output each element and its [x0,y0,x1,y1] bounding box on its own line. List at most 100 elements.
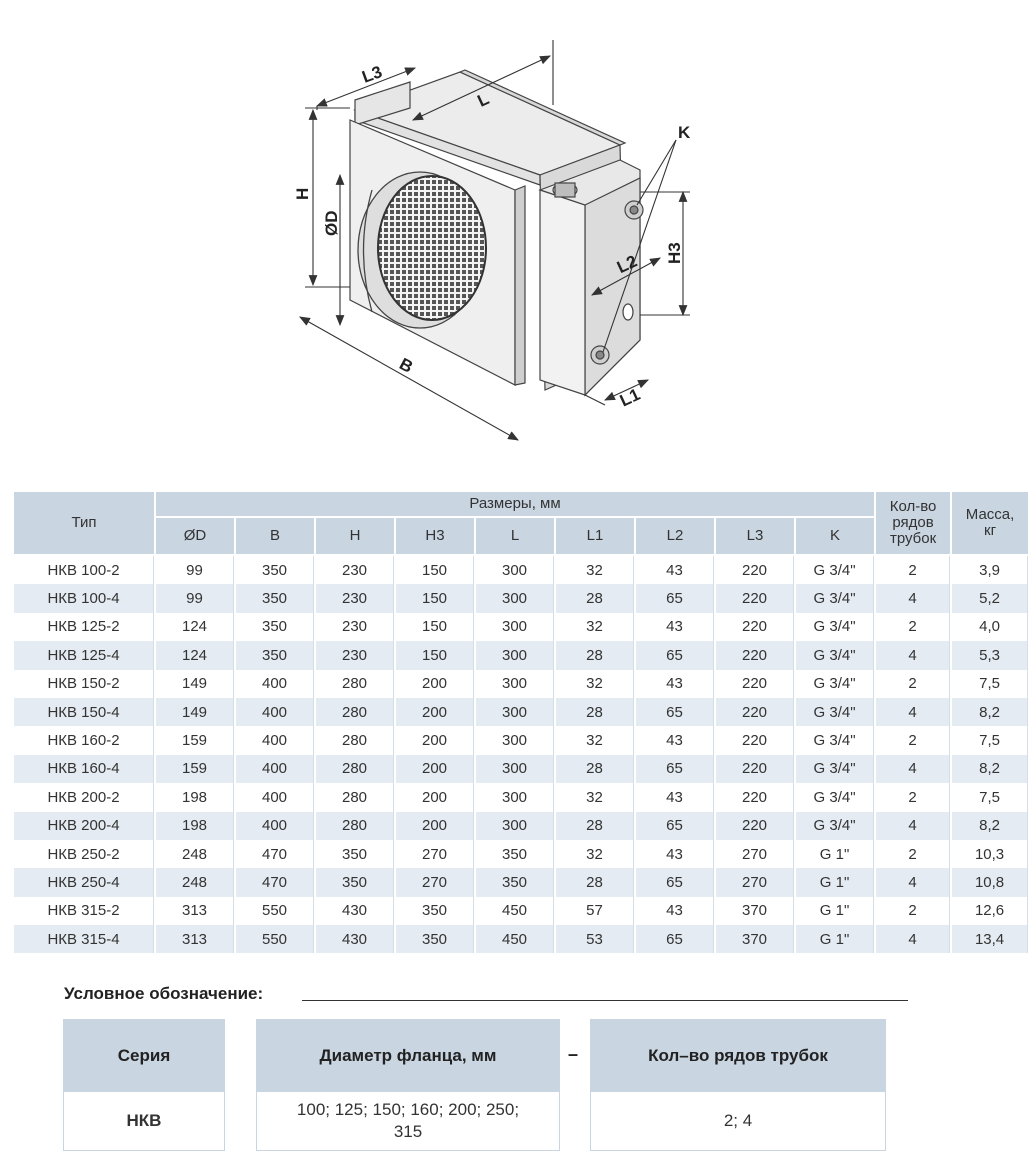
cell-h3: 350 [396,925,474,954]
cell-h: 230 [316,612,394,642]
cell-k: G 3/4" [796,783,875,812]
cell-b: 470 [236,868,314,897]
cell-l: 300 [476,641,554,670]
cell-l1: 28 [556,868,634,897]
cell-h: 280 [316,754,394,784]
cell-rows: 4 [876,697,951,727]
cell-d: 313 [156,925,234,954]
cell-l3: 270 [716,868,794,897]
cell-l1: 28 [556,641,634,670]
cell-h3: 200 [396,811,474,840]
cell-d: 159 [156,726,234,755]
cell-mass: 7,5 [952,726,1029,755]
cell-l: 300 [476,669,554,698]
cell-l3: 220 [716,726,794,755]
cell-l: 300 [476,726,554,755]
cell-h: 280 [316,669,394,698]
cell-l1: 28 [556,584,634,613]
cell-rows: 2 [876,556,951,585]
cell-l: 300 [476,584,554,613]
label-l3: L3 [360,62,385,87]
cell-k: G 1" [796,839,875,869]
cell-type: НКВ 100-2 [14,556,154,585]
cell-k: G 3/4" [796,556,875,585]
cell-h3: 150 [396,641,474,670]
cell-rows: 2 [876,783,951,812]
cell-h: 280 [316,811,394,840]
cell-l2: 43 [636,896,714,926]
cell-l2: 65 [636,754,714,784]
cell-b: 350 [236,584,314,613]
cell-d: 248 [156,868,234,897]
cell-h3: 270 [396,868,474,897]
cell-l2: 65 [636,697,714,727]
legend-underline [302,1000,908,1001]
cell-l: 300 [476,556,554,585]
cell-l: 350 [476,839,554,869]
cell-l3: 270 [716,839,794,869]
cell-h: 280 [316,697,394,727]
cell-b: 350 [236,612,314,642]
cell-d: 124 [156,612,234,642]
cell-k: G 3/4" [796,669,875,698]
cell-b: 350 [236,641,314,670]
cell-l: 350 [476,868,554,897]
cell-h3: 270 [396,839,474,869]
cell-mass: 8,2 [952,754,1029,784]
col-l1-header: L1 [556,518,634,556]
cell-b: 470 [236,839,314,869]
col-type-header: Тип [14,492,154,556]
cell-l1: 32 [556,783,634,812]
cell-type: НКВ 125-4 [14,641,154,670]
cell-d: 149 [156,669,234,698]
col-d-header: ØD [156,518,234,556]
cell-l2: 43 [636,726,714,755]
cell-h3: 200 [396,754,474,784]
cell-l2: 65 [636,925,714,954]
cell-d: 198 [156,811,234,840]
cell-l3: 220 [716,811,794,840]
cell-d: 313 [156,896,234,926]
cell-l2: 43 [636,783,714,812]
cell-d: 99 [156,556,234,585]
cell-l2: 65 [636,584,714,613]
cell-d: 159 [156,754,234,784]
label-h3: H3 [665,242,684,264]
cell-h3: 150 [396,556,474,585]
cell-mass: 5,2 [952,584,1029,613]
cell-l2: 43 [636,612,714,642]
cell-l: 300 [476,612,554,642]
cell-l1: 32 [556,669,634,698]
col-b-header: B [236,518,314,556]
legend-dash: – [568,1044,579,1064]
cell-k: G 3/4" [796,612,875,642]
cell-l1: 28 [556,811,634,840]
col-h3-header: H3 [396,518,474,556]
cell-k: G 1" [796,925,875,954]
cell-l1: 32 [556,612,634,642]
pipe-connectors [552,182,644,365]
cell-l1: 28 [556,754,634,784]
col-l2-header: L2 [636,518,714,556]
cell-l1: 28 [556,697,634,727]
cell-d: 248 [156,839,234,869]
cell-type: НКВ 100-4 [14,584,154,613]
cell-rows: 2 [876,669,951,698]
cell-rows: 2 [876,612,951,642]
cell-l3: 220 [716,783,794,812]
cell-l: 300 [476,811,554,840]
cell-h3: 200 [396,697,474,727]
mass-header: Масса, кг [952,492,1029,556]
cell-type: НКВ 150-4 [14,697,154,727]
cell-l3: 220 [716,556,794,585]
cell-h3: 200 [396,726,474,755]
